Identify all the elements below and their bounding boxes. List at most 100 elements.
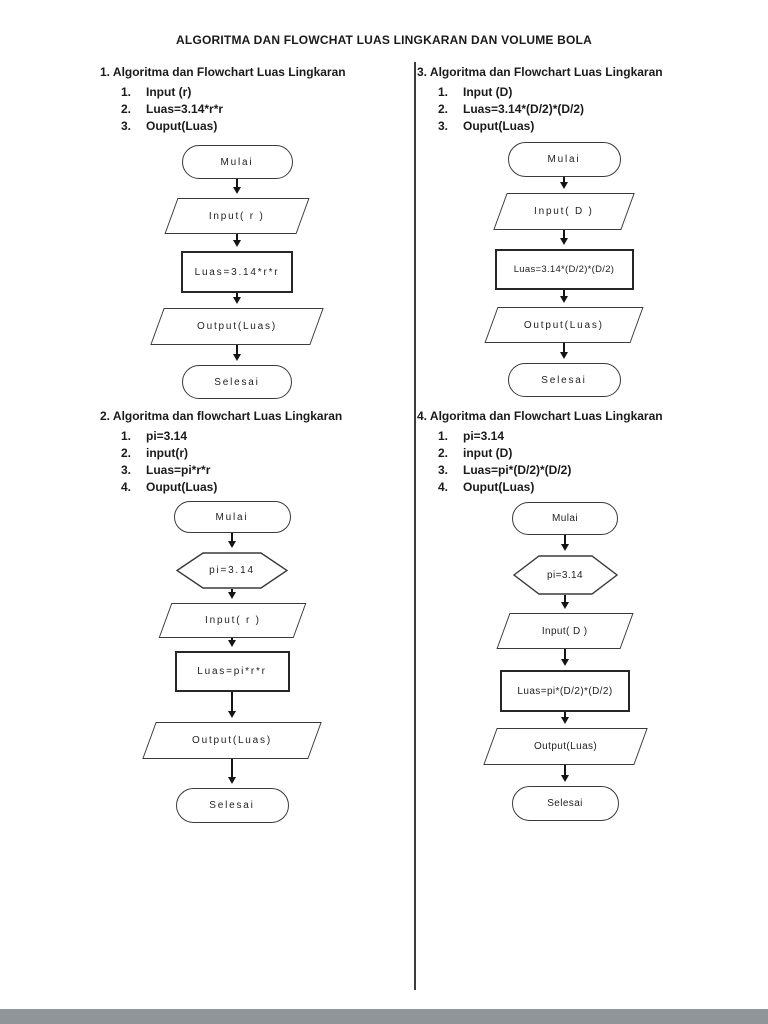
shape-label: Selesai (209, 800, 255, 811)
shape-label: Selesai (214, 376, 260, 388)
step-number: 3. (438, 119, 449, 133)
shape-label: Luas=pi*(D/2)*(D/2) (517, 685, 613, 697)
flow-arrow (233, 234, 241, 251)
step-number: 1. (121, 85, 132, 99)
shape-label: pi=3.14 (209, 565, 255, 576)
flow-arrow (233, 293, 241, 308)
step-text: Input (D) (463, 85, 513, 99)
flowchart-1: Mulai Input( r ) Luas=3.14*r*r Output(Lu… (147, 145, 327, 399)
algorithm-step: 2. Luas=3.14*r*r (100, 101, 346, 118)
section-heading: 3. Algoritma dan Flowchart Luas Lingkara… (417, 65, 663, 79)
end-terminator-shape: Selesai (182, 365, 292, 399)
process-rectangle-shape: Luas=pi*(D/2)*(D/2) (500, 670, 630, 712)
step-number: 2. (121, 102, 132, 116)
step-number: 2. (438, 102, 449, 116)
algorithm-step: 1. Input (D) (417, 84, 663, 101)
step-text: Input (r) (146, 85, 192, 99)
step-text: Ouput(Luas) (463, 119, 535, 133)
section-4: 4. Algoritma dan Flowchart Luas Lingkara… (417, 408, 663, 496)
section-2: 2. Algoritma dan flowchart Luas Lingkara… (100, 408, 342, 496)
algorithm-step: 4. Ouput(Luas) (417, 479, 663, 496)
start-terminator-shape: Mulai (181, 145, 293, 179)
input-parallelogram-shape: Input( D ) (496, 613, 634, 649)
shape-label: Output(Luas) (524, 319, 604, 331)
flow-arrow (560, 290, 568, 307)
shape-label: Output(Luas) (533, 741, 597, 752)
section-heading: 1. Algoritma dan Flowchart Luas Lingkara… (100, 65, 346, 79)
step-text: pi=3.14 (146, 429, 188, 443)
shape-label: Selesai (547, 798, 583, 809)
column-divider-line (414, 62, 416, 990)
flow-arrow (561, 765, 569, 786)
step-text: input (D) (463, 446, 513, 460)
output-parallelogram-shape: Output(Luas) (482, 728, 648, 765)
step-text: Luas=3.14*(D/2)*(D/2) (463, 102, 585, 116)
algorithm-step: 2. input(r) (100, 445, 342, 462)
flow-arrow (561, 595, 569, 613)
shape-label: Output(Luas) (192, 735, 272, 746)
end-terminator-shape: Selesai (507, 363, 621, 397)
section-heading: 2. Algoritma dan flowchart Luas Lingkara… (100, 409, 343, 423)
shape-label: Luas=3.14*(D/2)*(D/2) (513, 264, 615, 275)
section-3: 3. Algoritma dan Flowchart Luas Lingkara… (417, 64, 663, 135)
shape-label: pi=3.14 (547, 569, 583, 581)
flowchart-3: Mulai Input( D ) Luas=3.14*(D/2)*(D/2) O… (474, 142, 654, 397)
step-number: 1. (121, 429, 132, 443)
flow-arrow (561, 712, 569, 728)
step-number: 1. (438, 85, 449, 99)
step-number: 4. (438, 480, 449, 494)
step-text: Ouput(Luas) (146, 480, 218, 494)
flow-arrow (560, 343, 568, 363)
shape-label: Selesai (541, 374, 587, 386)
hexagon-outline-icon (176, 552, 288, 589)
step-number: 3. (121, 463, 132, 477)
step-number: 1. (438, 429, 449, 443)
step-number: 2. (121, 446, 132, 460)
preparation-hexagon-shape: pi=3.14 (512, 555, 618, 595)
process-rectangle-shape: Luas=3.14*r*r (181, 251, 293, 293)
output-parallelogram-shape: Output(Luas) (484, 307, 644, 343)
flowchart-2: Mulai pi=3.14 Input( r ) Luas=pi*r*r Out… (142, 501, 322, 823)
flow-arrow (228, 533, 236, 552)
algorithm-step: 2. Luas=3.14*(D/2)*(D/2) (417, 101, 663, 118)
output-parallelogram-shape: Output(Luas) (142, 722, 322, 759)
output-parallelogram-shape: Output(Luas) (150, 308, 324, 345)
flow-arrow (560, 230, 568, 249)
algorithm-step: 1. pi=3.14 (100, 428, 342, 445)
algorithm-step: 1. Input (r) (100, 84, 346, 101)
flowchart-4: Mulai pi=3.14 Input( D ) Luas=pi*(D/2)*(… (475, 502, 655, 821)
step-text: Ouput(Luas) (146, 119, 218, 133)
shape-label: Input( r ) (204, 615, 260, 626)
flow-arrow (228, 589, 236, 603)
flow-arrow (233, 345, 241, 365)
start-terminator-shape: Mulai (173, 501, 291, 533)
shape-label: Mulai (215, 511, 249, 523)
step-text: input(r) (146, 446, 188, 460)
step-text: pi=3.14 (463, 429, 505, 443)
flow-arrow (228, 638, 236, 651)
section-heading: 4. Algoritma dan Flowchart Luas Lingkara… (417, 409, 663, 423)
step-text: Ouput(Luas) (463, 480, 535, 494)
shape-label: Output(Luas) (197, 321, 277, 332)
shape-label: Mulai (220, 156, 254, 168)
process-rectangle-shape: Luas=3.14*(D/2)*(D/2) (494, 249, 634, 290)
algorithm-step: 1. pi=3.14 (417, 428, 663, 445)
flow-arrow (560, 177, 568, 193)
step-number: 2. (438, 446, 449, 460)
input-parallelogram-shape: Input( D ) (493, 193, 635, 230)
page-title: ALGORITMA DAN FLOWCHAT LUAS LINGKARAN DA… (176, 33, 592, 47)
input-parallelogram-shape: Input( r ) (158, 603, 306, 638)
algorithm-step: 3. Ouput(Luas) (100, 118, 346, 135)
end-terminator-shape: Selesai (511, 786, 619, 821)
algorithm-step: 3. Ouput(Luas) (417, 118, 663, 135)
shape-label: Mulai (552, 513, 578, 524)
step-number: 4. (121, 480, 132, 494)
page-bottom-gutter (0, 1009, 768, 1024)
step-number: 3. (121, 119, 132, 133)
end-terminator-shape: Selesai (175, 788, 289, 823)
shape-label: Luas=3.14*r*r (194, 266, 280, 278)
algorithm-step: 4. Ouput(Luas) (100, 479, 342, 496)
step-number: 3. (438, 463, 449, 477)
step-text: Luas=3.14*r*r (146, 102, 224, 116)
